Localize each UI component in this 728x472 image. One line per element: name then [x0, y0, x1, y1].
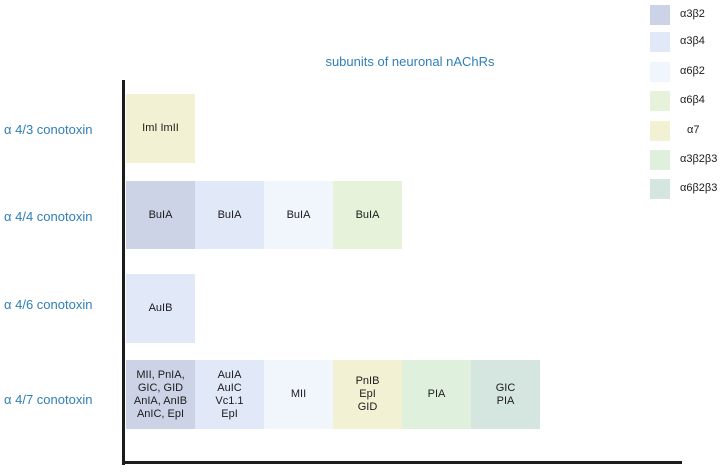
- diagram-title: subunits of neuronal nAChRs: [325, 54, 495, 69]
- legend-swatch: [650, 5, 670, 25]
- legend-swatch: [650, 91, 670, 111]
- cell-4-6-a3b4: AuIB: [126, 274, 195, 343]
- legend-label: α6β4: [680, 94, 705, 106]
- cell-4-7-a7: PnIB EpI GID: [333, 360, 402, 429]
- legend-swatch: [650, 62, 670, 82]
- legend-label: α3β4: [680, 35, 705, 47]
- row-label-4-7: α 4/7 conotoxin: [4, 392, 93, 407]
- cell-4-7-a6b2b3: GIC PIA: [471, 360, 540, 429]
- cell-4-4-a3b4: BuIA: [195, 181, 264, 249]
- cell-4-4-a3b2: BuIA: [126, 181, 195, 249]
- legend-label: α6β2β3: [680, 182, 718, 194]
- cell-4-3-a7: ImI ImII: [126, 94, 195, 163]
- row-label-4-3: α 4/3 conotoxin: [4, 122, 93, 137]
- row-label-4-6: α 4/6 conotoxin: [4, 297, 93, 312]
- cell-4-7-a3b2b3: PIA: [402, 360, 471, 429]
- horizontal-axis: [122, 461, 682, 464]
- cell-4-4-a6b4: BuIA: [333, 181, 402, 249]
- legend-label: α6β2: [680, 65, 705, 77]
- legend-swatch: [650, 121, 670, 141]
- cell-4-7-a3b2: MII, PnIA, GIC, GID AnIA, AnIB AnIC, EpI: [126, 360, 195, 429]
- vertical-axis: [122, 80, 125, 465]
- legend-label: α3β2: [680, 8, 705, 20]
- cell-4-4-a6b2: BuIA: [264, 181, 333, 249]
- legend-swatch: [650, 150, 670, 170]
- legend-label: α7: [687, 124, 700, 136]
- legend-swatch: [650, 179, 670, 199]
- row-label-4-4: α 4/4 conotoxin: [4, 209, 93, 224]
- cell-4-7-a6b2: MII: [264, 360, 333, 429]
- cell-4-7-a3b4: AuIA AuIC Vc1.1 EpI: [195, 360, 264, 429]
- legend-swatch: [650, 32, 670, 52]
- legend-label: α3β2β3: [680, 153, 718, 165]
